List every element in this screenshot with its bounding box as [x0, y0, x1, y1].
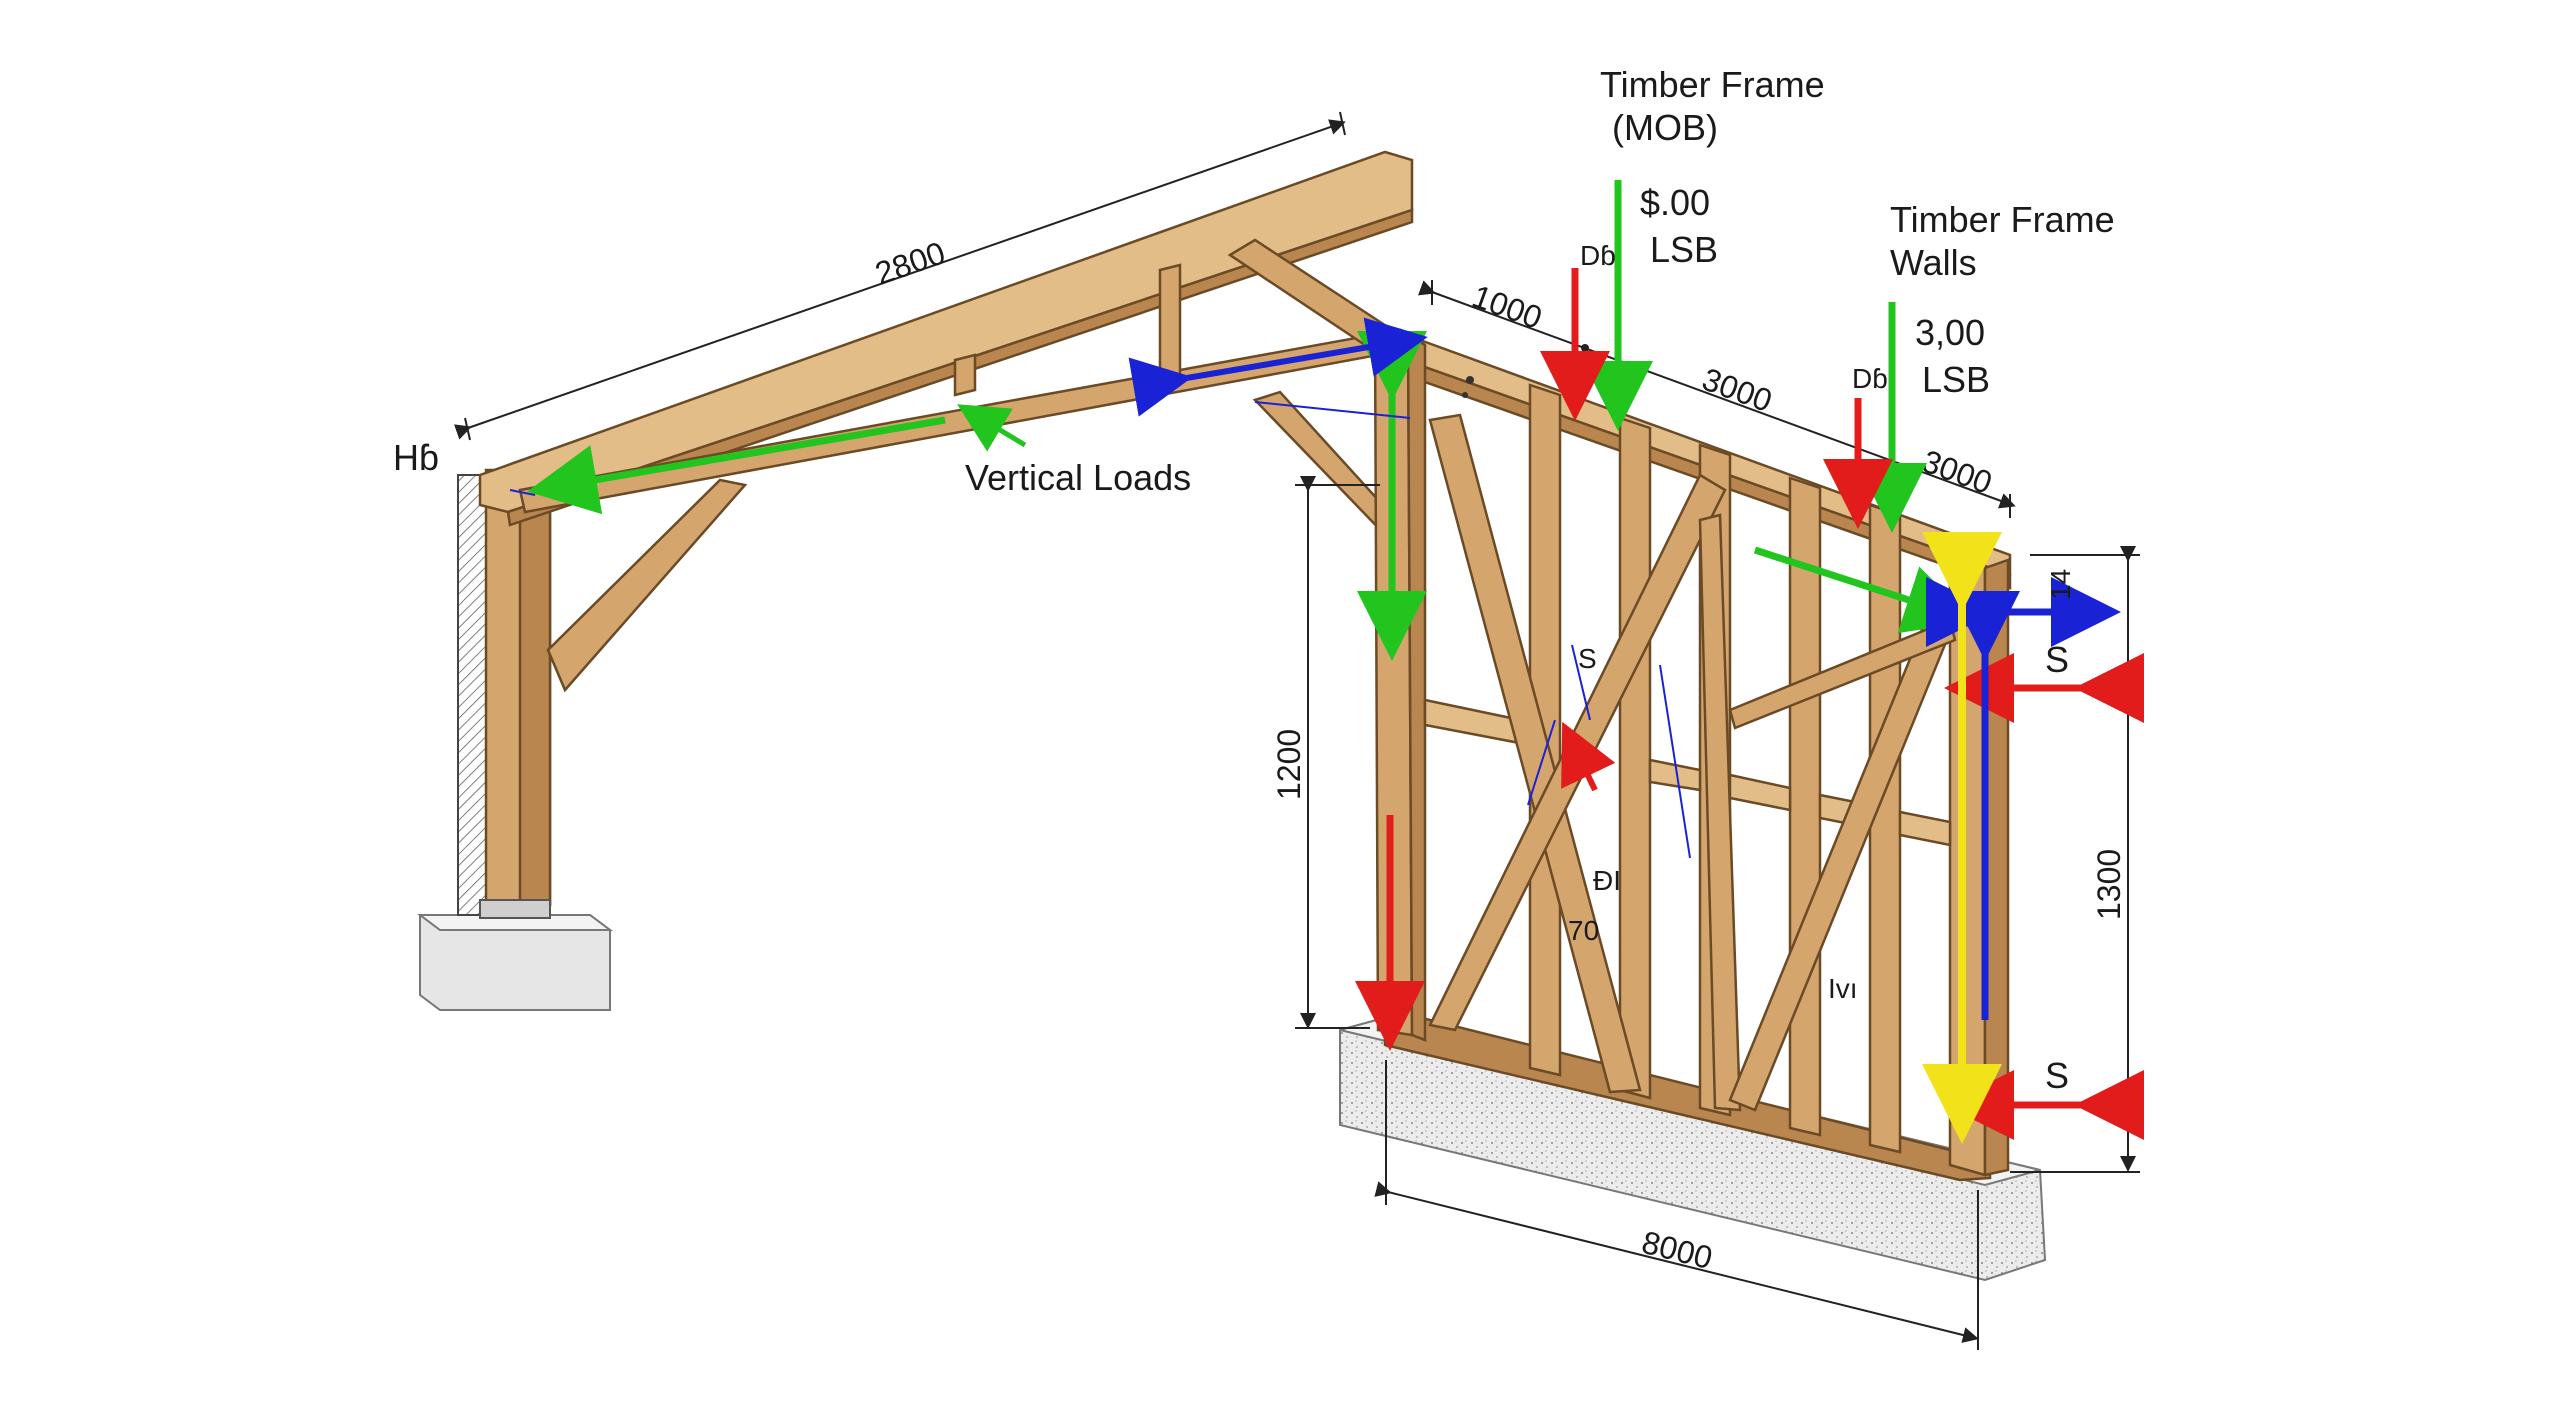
s-bottom-label: S [2045, 1055, 2069, 1096]
vertical-loads-label: Vertical Loads [965, 457, 1191, 498]
d-label-1: Dɓ [1580, 240, 1616, 271]
num-70-label: 70 [1568, 915, 1599, 946]
dim-left-height-label: 1200 [1271, 729, 1307, 800]
h-label: Hɓ [393, 437, 439, 478]
right-title-line2: Walls [1890, 242, 1977, 283]
dim-right-height-label: 1300 [2091, 849, 2127, 920]
dim-bottom-label: 8000 [1638, 1224, 1716, 1276]
dim-top-seg-1: 1000 [1468, 278, 1547, 336]
dim-left-height: 1200 [1271, 476, 1380, 1029]
labels: Timber Frame (MOB) $.00 LSB Dɓ Timber Fr… [393, 64, 2115, 1096]
load2-unit: LSB [1922, 359, 1990, 400]
num-14-label: 14 [2045, 569, 2076, 600]
s-top-label: S [2045, 639, 2069, 680]
dim-top-seg-2: 3000 [1698, 361, 1777, 419]
dim-top-seg-3: 3000 [1918, 443, 1997, 501]
dim-rafter-label: 2800 [871, 234, 950, 291]
left-post [457, 467, 552, 919]
d-label-2: Dɓ [1852, 363, 1888, 394]
dim-right-height: 1300 [2010, 546, 2140, 1173]
m-label: ƉΙ [1593, 865, 1621, 896]
load1-unit: LSB [1650, 229, 1718, 270]
top-title-line1: Timber Frame [1600, 64, 1825, 105]
load1-value: $.00 [1640, 182, 1710, 223]
right-wall-frame [1373, 328, 2012, 1182]
left-footing [417, 914, 613, 1011]
iv-label: Ivı [1828, 973, 1858, 1004]
s-mid-label: S [1578, 643, 1597, 674]
top-title-line2: (MOB) [1612, 107, 1718, 148]
left-rafter [478, 150, 1414, 693]
right-title-line1: Timber Frame [1890, 199, 2115, 240]
load2-value: 3,00 [1915, 312, 1985, 353]
